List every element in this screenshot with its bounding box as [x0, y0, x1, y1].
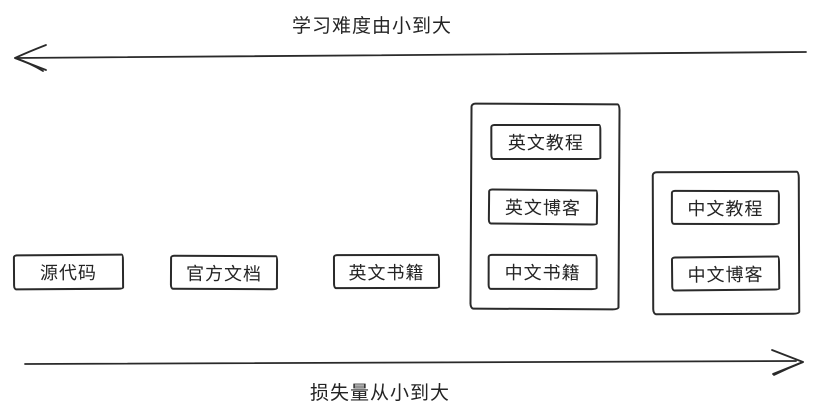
node-english-tutorials: 英文教程 [490, 123, 602, 161]
top-axis-label: 学习难度由小到大 [292, 16, 453, 37]
node-english-tutorials-label: 英文教程 [507, 132, 584, 154]
node-chinese-books: 中文书籍 [487, 253, 598, 291]
node-english-books: 英文书籍 [332, 253, 441, 290]
node-official-docs: 官方文档 [169, 254, 279, 291]
node-chinese-books-label: 中文书籍 [504, 262, 581, 284]
node-english-books-label: 英文书籍 [348, 262, 425, 283]
node-official-docs-label: 官方文档 [185, 263, 263, 284]
node-english-blogs: 英文博客 [487, 188, 599, 226]
group-box-1: 英文教程 英文博客 中文书籍 [469, 102, 621, 311]
node-chinese-blogs: 中文博客 [670, 255, 781, 292]
node-chinese-tutorials-label: 中文教程 [687, 198, 764, 219]
group-box-2: 中文教程 中文博客 [651, 170, 801, 316]
node-source-code-label: 源代码 [39, 262, 98, 284]
node-english-blogs-label: 英文博客 [504, 197, 582, 219]
bottom-axis-label: 损失量从小到大 [310, 383, 451, 404]
node-chinese-blogs-label: 中文博客 [687, 264, 764, 285]
node-source-code: 源代码 [12, 253, 125, 291]
right-arrow [24, 349, 804, 376]
left-arrow [14, 44, 807, 72]
node-chinese-tutorials: 中文教程 [670, 189, 780, 226]
